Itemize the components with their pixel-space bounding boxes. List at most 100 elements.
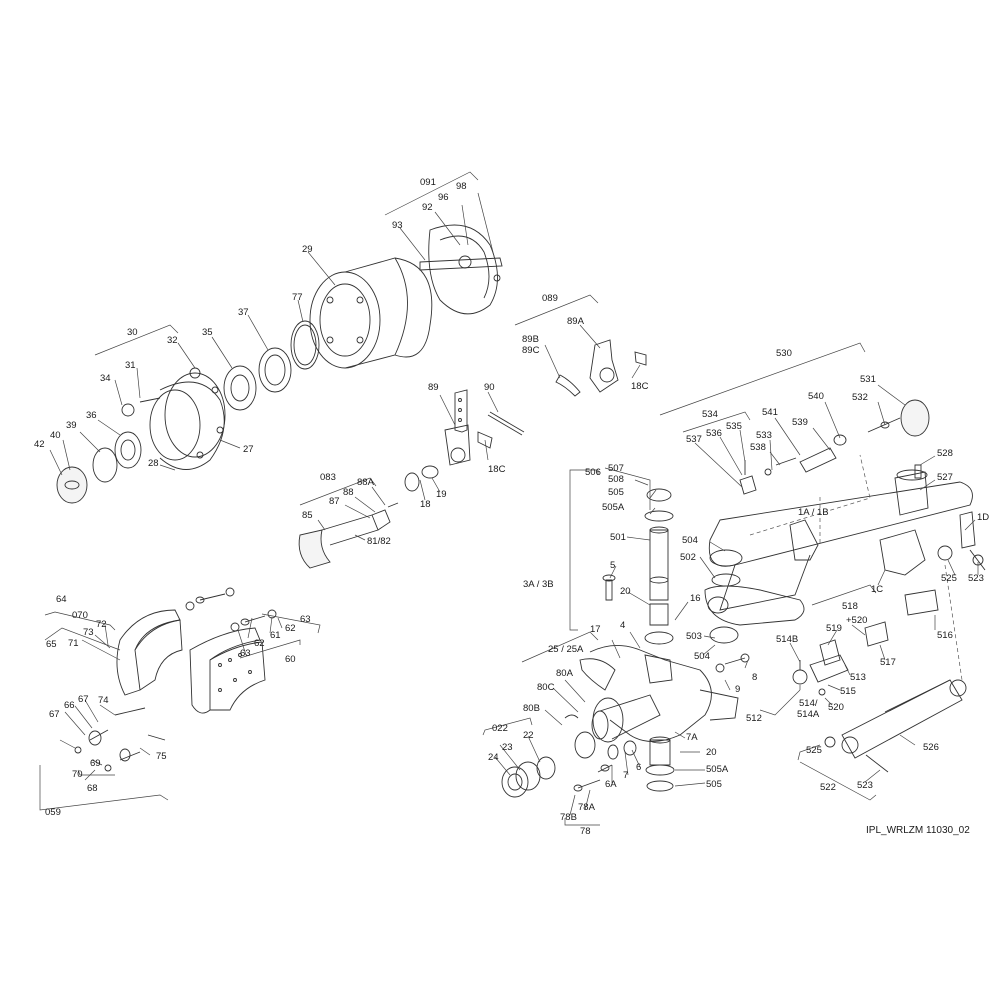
label-512: 512 bbox=[746, 713, 762, 724]
label-513: 513 bbox=[850, 672, 866, 683]
label-514B: 514B bbox=[776, 634, 798, 645]
shock-absorber-drawing bbox=[824, 564, 967, 773]
label-18C: 18C bbox=[488, 464, 506, 475]
label-72: 72 bbox=[96, 619, 107, 630]
label-40: 40 bbox=[50, 430, 61, 441]
label-8: 8 bbox=[752, 672, 757, 683]
label-532: 532 bbox=[852, 392, 868, 403]
label-5: 5 bbox=[610, 560, 615, 571]
label-67-a: 67 bbox=[78, 694, 89, 705]
label-19: 19 bbox=[436, 489, 447, 500]
wheel-hub-drawing bbox=[149, 372, 226, 470]
label-091: 091 bbox=[420, 177, 436, 188]
label-29: 29 bbox=[302, 244, 313, 255]
label-80B: 80B bbox=[523, 703, 540, 714]
label-537: 537 bbox=[686, 434, 702, 445]
label-62: 62 bbox=[254, 638, 265, 649]
label-525-top: 525 bbox=[941, 573, 957, 584]
label-85: 85 bbox=[302, 510, 313, 521]
label-1C: 1C bbox=[871, 584, 883, 595]
label-20: 20 bbox=[706, 747, 717, 758]
spring-pin-78-drawing bbox=[564, 714, 637, 792]
label-519: 519 bbox=[826, 623, 842, 634]
label-24: 24 bbox=[488, 752, 499, 763]
label-77: 77 bbox=[292, 292, 303, 303]
dust-shield-drawing bbox=[419, 224, 503, 315]
label-16: 16 bbox=[690, 593, 701, 604]
label-37: 37 bbox=[238, 307, 249, 318]
label-81-82: 81/82 bbox=[367, 536, 391, 547]
label-89B: 89B bbox=[522, 334, 539, 345]
label-89C: 89C bbox=[522, 345, 540, 356]
label-522: 522 bbox=[820, 782, 836, 793]
label-9: 9 bbox=[735, 684, 740, 695]
bearing-35-drawing bbox=[223, 365, 257, 411]
label-504-top: 504 bbox=[682, 535, 698, 546]
label-74: 74 bbox=[98, 695, 109, 706]
label-538: 538 bbox=[750, 442, 766, 453]
label-516: 516 bbox=[937, 630, 953, 641]
label-535: 535 bbox=[726, 421, 742, 432]
label-60: 60 bbox=[285, 654, 296, 665]
label-503: 503 bbox=[686, 631, 702, 642]
stud-nut-drawing bbox=[121, 367, 201, 417]
label-541: 541 bbox=[762, 407, 778, 418]
label-18: 18 bbox=[420, 499, 431, 510]
brackets-and-leaders bbox=[39, 171, 979, 826]
label-64: 64 bbox=[56, 594, 67, 605]
label-540: 540 bbox=[808, 391, 824, 402]
label-27: 27 bbox=[243, 444, 254, 455]
label-508: 508 bbox=[608, 474, 624, 485]
label-536: 536 bbox=[706, 428, 722, 439]
label-69: 69 bbox=[90, 758, 101, 769]
label-89: 89 bbox=[428, 382, 439, 393]
label-20-top: 20 bbox=[620, 586, 631, 597]
label-35: 35 bbox=[202, 327, 213, 338]
label-514A: 514A bbox=[797, 709, 820, 720]
label-518: 518 bbox=[842, 601, 858, 612]
label-89A: 89A bbox=[567, 316, 585, 327]
label-507: 507 bbox=[608, 463, 624, 474]
label-525: 525 bbox=[806, 745, 822, 756]
label-67-b: 67 bbox=[49, 709, 60, 720]
label-70: 70 bbox=[72, 769, 83, 780]
steering-knuckle-drawing bbox=[579, 645, 750, 743]
label-96: 96 bbox=[438, 192, 449, 203]
label-75: 75 bbox=[156, 751, 167, 762]
label-39: 39 bbox=[66, 420, 77, 431]
hub-cap-drawing bbox=[56, 466, 88, 504]
label-34: 34 bbox=[100, 373, 111, 384]
label-93: 93 bbox=[392, 220, 403, 231]
label-7: 7 bbox=[623, 770, 628, 781]
hub-bearing-nut-drawing bbox=[501, 756, 556, 798]
label-63: 63 bbox=[240, 648, 251, 659]
part-number-labels: 091 98 92 96 93 29 77 37 35 30 32 31 34 … bbox=[34, 177, 989, 837]
label-78A: 78A bbox=[578, 802, 596, 813]
figure-caption: IPL_WRLZM 11030_02 bbox=[866, 825, 970, 836]
hub-bearing-36-drawing bbox=[114, 431, 142, 469]
label-7A: 7A bbox=[686, 732, 698, 743]
brake-shoe-upper-drawing bbox=[116, 609, 183, 696]
label-506: 506 bbox=[585, 467, 601, 478]
label-78: 78 bbox=[580, 826, 591, 837]
label-539: 539 bbox=[792, 417, 808, 428]
label-88: 88 bbox=[343, 487, 354, 498]
return-springs-drawing bbox=[74, 707, 166, 772]
label-61: 61 bbox=[270, 630, 281, 641]
label-501: 501 bbox=[610, 532, 626, 543]
label-1D: 1D bbox=[977, 512, 989, 523]
label-78B: 78B bbox=[560, 812, 577, 823]
label-520-top: +520 bbox=[846, 615, 867, 626]
brake-shoe-lower-drawing bbox=[189, 627, 266, 714]
label-63-top: 63 bbox=[300, 614, 311, 625]
seal-ring-77-drawing bbox=[290, 320, 320, 370]
label-68: 68 bbox=[87, 783, 98, 794]
label-505A-top: 505A bbox=[602, 502, 625, 513]
label-90: 90 bbox=[484, 382, 495, 393]
label-22: 22 bbox=[523, 730, 534, 741]
label-531: 531 bbox=[860, 374, 876, 385]
label-022: 022 bbox=[492, 723, 508, 734]
label-059: 059 bbox=[45, 807, 61, 818]
label-31: 31 bbox=[125, 360, 136, 371]
